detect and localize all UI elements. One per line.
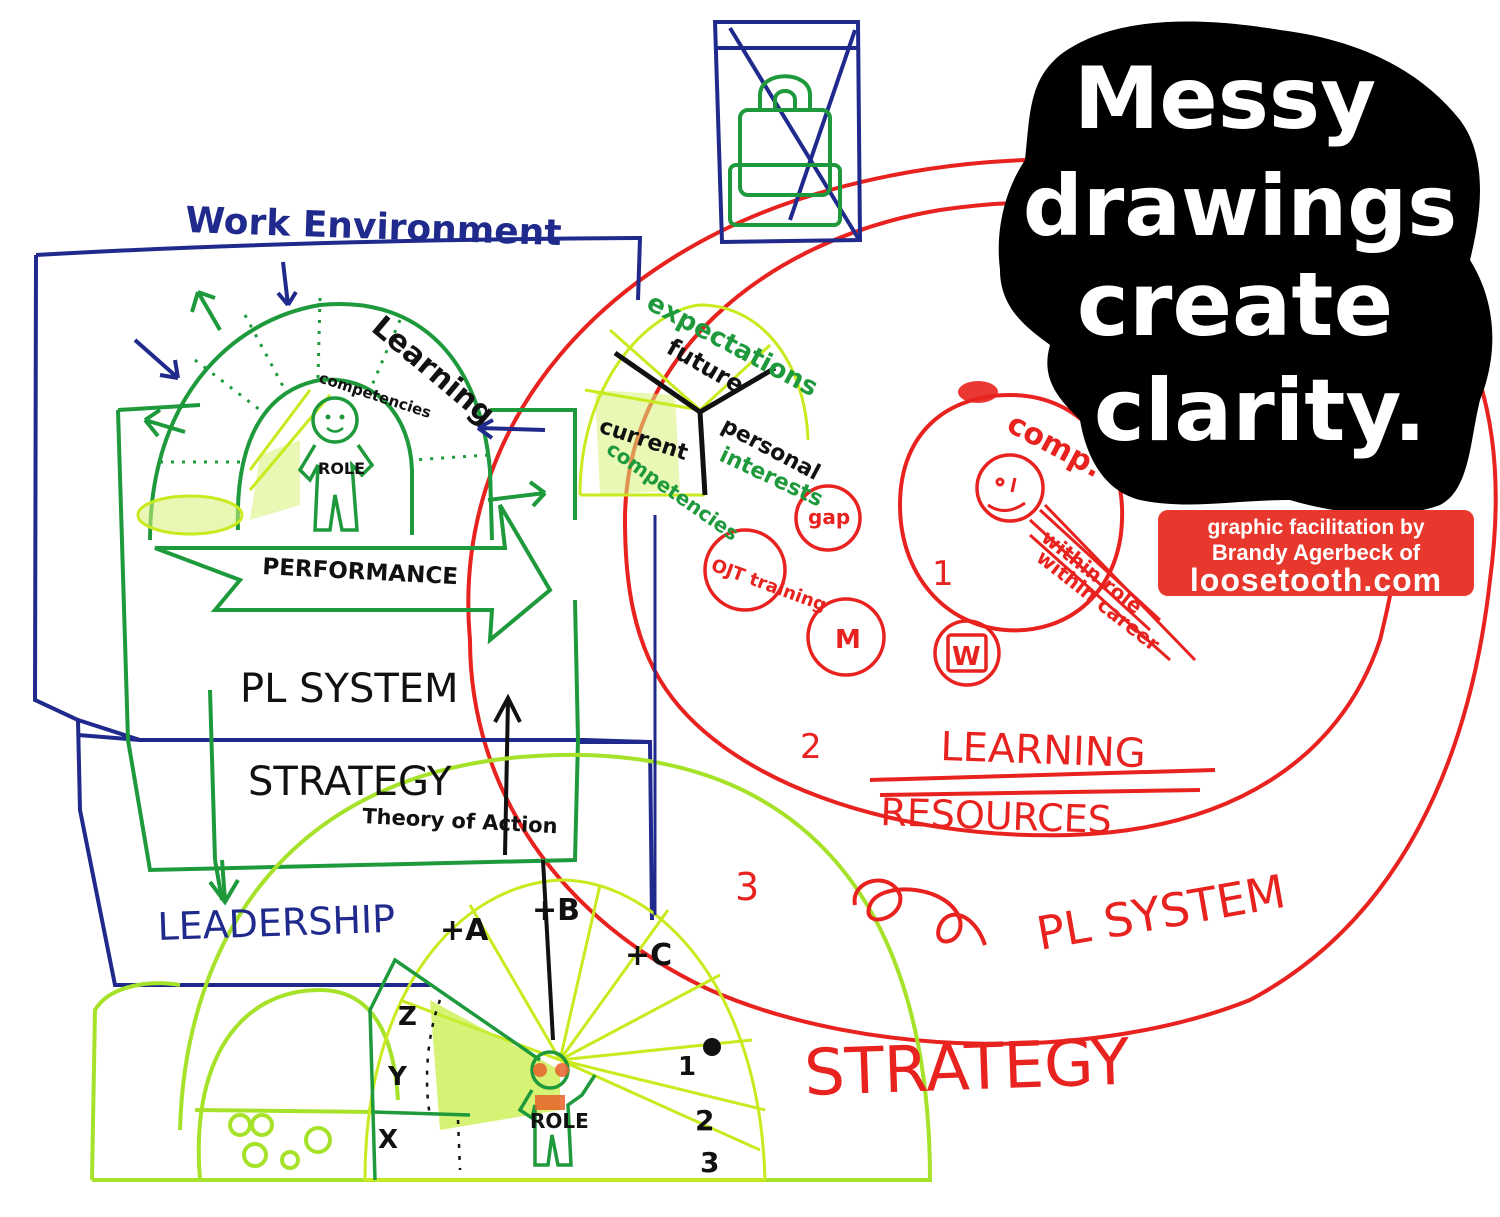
dome-arrows bbox=[143, 290, 547, 508]
ring-1-label: 1 bbox=[932, 554, 954, 594]
label-2: 2 bbox=[695, 1104, 714, 1137]
strategy-label: STRATEGY bbox=[248, 759, 452, 805]
role-figure-bottom-fill bbox=[533, 1063, 569, 1110]
ring-3-label: 3 bbox=[735, 865, 759, 909]
bottom-domes bbox=[90, 752, 933, 1182]
ring-2-label: 2 bbox=[800, 727, 822, 767]
label-3: 3 bbox=[700, 1146, 719, 1179]
theory-of-action-arrow bbox=[493, 693, 522, 856]
learning-resources-line-1: LEARNING bbox=[940, 724, 1147, 777]
strategy-wedge bbox=[368, 957, 541, 1181]
role-label-bottom: ROLE bbox=[530, 1109, 589, 1133]
inner-red-ring bbox=[897, 392, 1125, 633]
credit-line-2: Brandy Agerbeck of bbox=[1211, 540, 1421, 565]
role-figure-top-smile bbox=[326, 427, 344, 433]
theory-of-action-label: Theory of Action bbox=[362, 804, 558, 838]
title-blob bbox=[998, 21, 1493, 515]
red-scribbles bbox=[958, 381, 998, 403]
label-c: +C bbox=[625, 938, 672, 973]
m-circle bbox=[806, 597, 886, 677]
label-z: Z bbox=[398, 1002, 417, 1032]
label-y: Y bbox=[387, 1062, 408, 1092]
blob-line-4: clarity. bbox=[1094, 361, 1426, 461]
credit-link[interactable]: loosetooth.com bbox=[1189, 562, 1443, 598]
red-icons bbox=[703, 453, 1045, 687]
role-figure-top-face bbox=[325, 414, 345, 420]
red-pl-system-label: PL SYSTEM bbox=[1033, 864, 1290, 961]
highlight-fills bbox=[140, 390, 680, 533]
performance-arrow bbox=[154, 503, 553, 645]
w-circle bbox=[933, 619, 1001, 687]
learning-dome-rays bbox=[160, 297, 489, 464]
highlight-strokes bbox=[136, 389, 332, 536]
m-label: M bbox=[835, 625, 861, 655]
blob-line-1: Messy bbox=[1074, 49, 1376, 149]
leadership-arrow bbox=[208, 859, 240, 906]
red-strategy-label: STRATEGY bbox=[803, 1026, 1132, 1111]
label-b: +B bbox=[532, 893, 580, 928]
face-circle bbox=[975, 453, 1045, 523]
gap-circle bbox=[794, 484, 862, 552]
role-figure-top bbox=[297, 396, 375, 532]
learning-dome bbox=[148, 302, 494, 541]
small-circles bbox=[228, 1113, 332, 1170]
ojt-circle bbox=[703, 528, 787, 612]
blob-line-3: create bbox=[1077, 253, 1393, 356]
expectations-y-lines bbox=[613, 350, 777, 496]
learning-resources-line-2: RESOURCES bbox=[880, 790, 1113, 842]
leadership-label: LEADERSHIP bbox=[157, 897, 396, 949]
label-x: X bbox=[378, 1125, 398, 1155]
wedge-dotted-lines bbox=[425, 999, 462, 1171]
pl-system-label: PL SYSTEM bbox=[240, 666, 459, 712]
label-1: 1 bbox=[678, 1052, 696, 1082]
red-face bbox=[987, 477, 1026, 512]
red-scribble-lines bbox=[852, 768, 1216, 946]
dot-marker bbox=[703, 1038, 721, 1056]
performance-label: PERFORMANCE bbox=[262, 554, 459, 590]
credit-banner: graphic facilitation by Brandy Agerbeck … bbox=[1158, 510, 1474, 596]
credit-line-1: graphic facilitation by bbox=[1207, 516, 1425, 539]
lock-icon bbox=[728, 74, 842, 227]
blob-line-2: drawings bbox=[1023, 157, 1458, 255]
label-a: +A bbox=[440, 913, 489, 948]
gap-label: gap bbox=[808, 505, 850, 529]
role-label-top: ROLE bbox=[318, 459, 365, 478]
strategy-black-line bbox=[541, 859, 555, 1041]
red-rays bbox=[1028, 503, 1197, 662]
expectations-dome bbox=[578, 303, 810, 497]
learning-label: Learning bbox=[365, 309, 502, 432]
lock-icon-box bbox=[712, 20, 863, 245]
blue-arrows bbox=[133, 261, 546, 440]
w-label: W bbox=[952, 642, 981, 672]
